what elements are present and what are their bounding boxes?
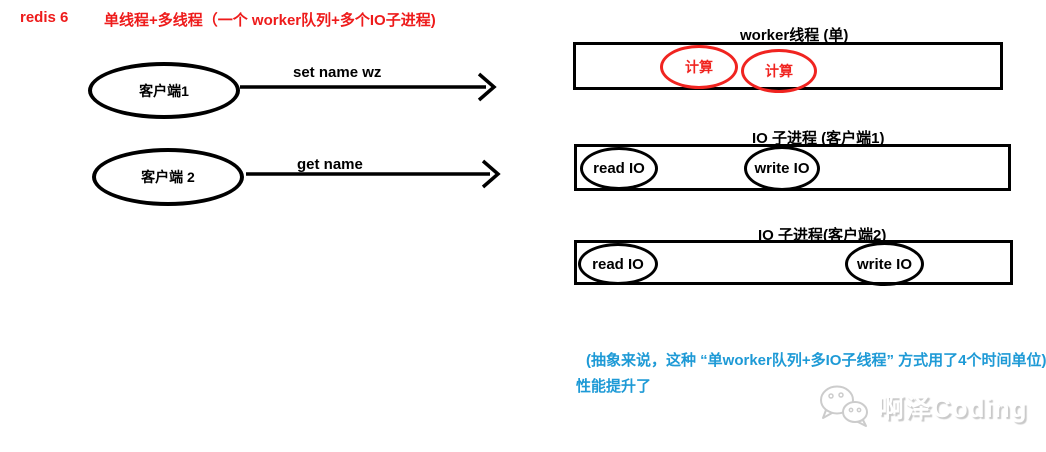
- io1-read-label: read IO: [593, 160, 645, 177]
- io1-box-label: IO 子进程 (客户端1): [752, 130, 885, 147]
- arrow2: [246, 159, 501, 189]
- worker-box-label: worker线程 (单): [740, 27, 849, 44]
- note-line2: 性能提升了: [576, 378, 652, 395]
- arrow1: [240, 72, 497, 102]
- note-line1: (抽象来说，这种 “单worker队列+多IO子线程” 方式用了4个时间单位): [586, 352, 1046, 369]
- client2-label: 客户端 2: [141, 169, 195, 185]
- client1-ellipse: 客户端1: [88, 62, 240, 119]
- io2-write-label: write IO: [856, 255, 912, 273]
- io2-write-ellipse: write IO: [845, 242, 924, 286]
- wechat-icon: [820, 385, 868, 427]
- io1-write-ellipse: write IO: [744, 146, 820, 191]
- io2-box: [574, 240, 1013, 285]
- worker-task2-ellipse: 计算: [741, 49, 817, 93]
- io1-write-label: write IO: [754, 160, 810, 177]
- client1-label: 客户端1: [139, 82, 189, 99]
- worker-task2-label: 计算: [765, 63, 793, 79]
- worker-task1-label: 计算: [685, 59, 713, 75]
- header-redis-version: redis 6: [20, 9, 69, 26]
- arrow1-label: set name wz: [293, 64, 382, 81]
- worker-task1-ellipse: 计算: [660, 45, 738, 89]
- io1-read-ellipse: read IO: [580, 147, 658, 190]
- io2-box-label: IO 子进程(客户端2): [758, 227, 887, 244]
- arrow2-label: get name: [297, 156, 363, 173]
- io2-read-ellipse: read IO: [578, 243, 658, 285]
- header-title: 单线程+多线程（一个 worker队列+多个IO子进程): [104, 12, 436, 29]
- watermark-text: 啊泽Coding: [878, 392, 1028, 423]
- client2-ellipse: 客户端 2: [92, 148, 244, 206]
- io2-read-label: read IO: [592, 255, 644, 273]
- watermark: 啊泽Coding: [818, 383, 1028, 429]
